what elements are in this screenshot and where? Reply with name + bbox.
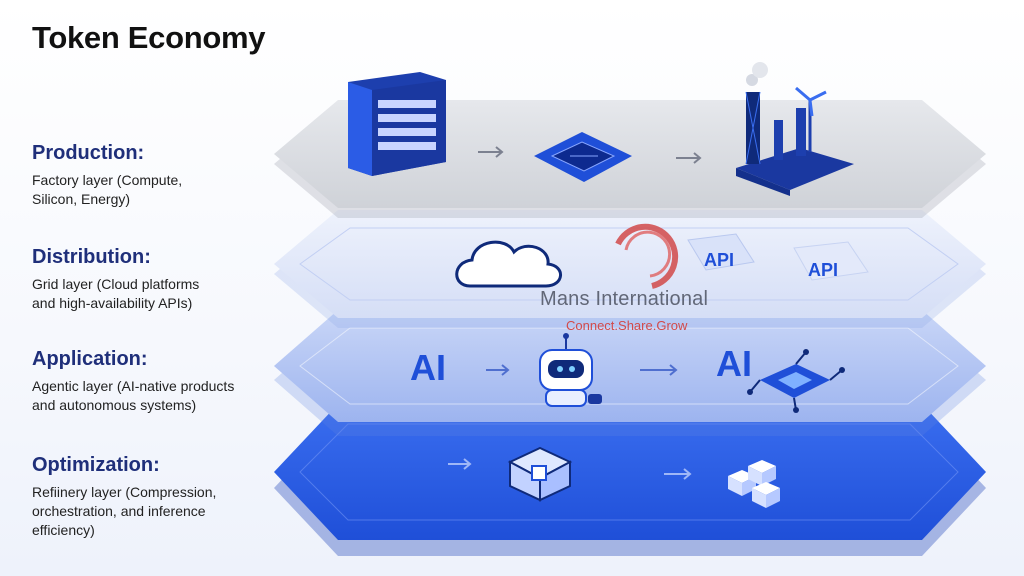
layer-application-text: Application: Agentic layer (AI-native pr… [32, 348, 272, 415]
api-label-2: API [808, 260, 838, 280]
api-icon: API [687, 233, 755, 271]
watermark-name: Mans International [540, 288, 709, 310]
optimization-description: Refiinery layer (Compression, orchestrat… [32, 484, 217, 538]
arrow-icon [676, 152, 702, 164]
production-heading: Production: [32, 142, 145, 164]
arrow-icon [448, 458, 472, 470]
application-heading: Application: [32, 348, 148, 370]
ai-badge-2: AI [716, 343, 752, 384]
distribution-description: Grid layer (Cloud platforms and high-ava… [32, 276, 200, 311]
factory-icon [736, 62, 854, 196]
ai-badge-1: AI [410, 347, 446, 388]
cloud-icon [455, 240, 562, 288]
application-description: Agentic layer (AI-native products and au… [32, 378, 235, 413]
arrow-icon [486, 364, 510, 376]
api-icon: API [793, 241, 869, 281]
arrow-icon [664, 468, 692, 480]
arrow-icon [640, 364, 678, 376]
chip-icon [534, 132, 632, 182]
cubes-icon [728, 460, 780, 508]
server-icon [348, 72, 446, 176]
layer-production-text: Production: Factory layer (Compute, Sili… [32, 142, 272, 209]
arrow-icon [478, 146, 504, 158]
robot-icon [539, 333, 602, 407]
optimization-layer-plate [274, 404, 986, 556]
package-icon [507, 446, 573, 502]
circuit-icon [747, 349, 845, 413]
production-description: Factory layer (Compute, Silicon, Energy) [32, 172, 183, 207]
watermark-logo-icon [615, 223, 679, 289]
distribution-heading: Distribution: [32, 246, 151, 268]
layer-optimization-text: Optimization: Refiinery layer (Compressi… [32, 454, 272, 540]
api-label-1: API [704, 250, 734, 270]
optimization-heading: Optimization: [32, 454, 160, 476]
layer-distribution-text: Distribution: Grid layer (Cloud platform… [32, 246, 272, 313]
page-title: Token Economy [32, 20, 266, 55]
watermark-tagline: Connect.Share.Grow [566, 318, 688, 333]
